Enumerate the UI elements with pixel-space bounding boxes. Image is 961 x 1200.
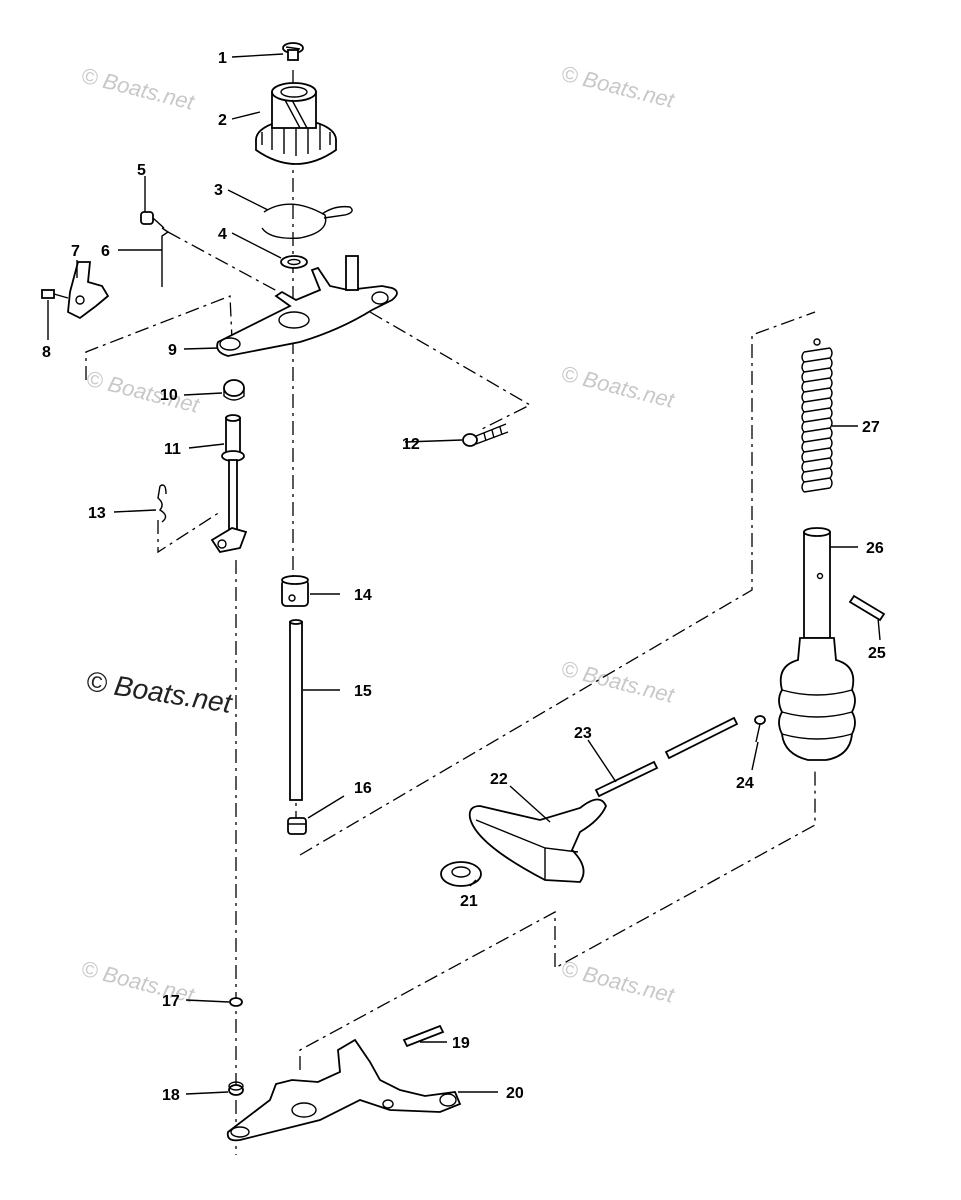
callout-22: 22 bbox=[490, 771, 508, 788]
callout-24: 24 bbox=[736, 775, 754, 792]
callout-2: 2 bbox=[218, 112, 227, 129]
part-e-ring-17 bbox=[229, 997, 243, 1007]
callout-19: 19 bbox=[452, 1035, 470, 1052]
part-lower-lever-20 bbox=[226, 1038, 462, 1142]
part-washer-4 bbox=[280, 255, 308, 269]
callout-7: 7 bbox=[71, 243, 80, 260]
callout-15: 15 bbox=[354, 683, 372, 700]
part-shift-shaft-11 bbox=[210, 414, 248, 554]
callout-10: 10 bbox=[160, 387, 178, 404]
part-collar-10 bbox=[223, 379, 245, 401]
part-tube-26 bbox=[778, 527, 856, 761]
part-nut-18 bbox=[228, 1081, 244, 1096]
callout-9: 9 bbox=[168, 342, 177, 359]
part-rod-15 bbox=[289, 619, 303, 801]
callout-5: 5 bbox=[137, 162, 146, 179]
callout-11: 11 bbox=[164, 441, 181, 458]
callout-16: 16 bbox=[354, 780, 372, 797]
part-shift-lever-9 bbox=[216, 255, 398, 357]
part-screw-5 bbox=[140, 211, 165, 229]
part-pin-19 bbox=[402, 1024, 445, 1048]
part-fitting-16 bbox=[287, 817, 307, 835]
callout-26: 26 bbox=[866, 540, 884, 557]
part-screw-1 bbox=[282, 42, 304, 61]
part-cotter-pin-13 bbox=[157, 484, 167, 523]
part-screw-24 bbox=[754, 715, 766, 743]
part-spring-27 bbox=[801, 338, 833, 493]
watermarks: © Boats.net © Boats.net © Boats.net © Bo… bbox=[79, 61, 678, 1008]
callout-12: 12 bbox=[402, 436, 420, 453]
callout-23: 23 bbox=[574, 725, 592, 742]
part-starter-handle-22 bbox=[468, 798, 607, 883]
watermark: © Boats.net bbox=[559, 61, 678, 113]
part-coupler-14 bbox=[281, 575, 309, 607]
part-pinion-gear-2 bbox=[255, 82, 337, 165]
part-pin-25 bbox=[848, 594, 886, 622]
callout-labels: 1 2 3 4 5 6 7 8 9 10 11 12 13 14 15 16 1… bbox=[42, 50, 886, 1104]
callout-1: 1 bbox=[218, 50, 227, 67]
watermark: © Boats.net bbox=[79, 63, 198, 115]
part-screw-12 bbox=[462, 423, 509, 447]
watermark: © Boats.net bbox=[84, 366, 203, 418]
leader-lines bbox=[47, 53, 881, 1095]
part-rope-23 bbox=[594, 716, 739, 798]
watermark: © Boats.net bbox=[559, 956, 678, 1008]
callout-18: 18 bbox=[162, 1087, 180, 1104]
callout-6: 6 bbox=[101, 243, 110, 260]
part-clamp-7 bbox=[67, 261, 110, 320]
callout-14: 14 bbox=[354, 587, 372, 604]
callout-20: 20 bbox=[506, 1085, 524, 1102]
part-screw-8 bbox=[41, 289, 69, 299]
callout-27: 27 bbox=[862, 419, 880, 436]
part-pin-6 bbox=[161, 227, 170, 287]
callout-3: 3 bbox=[214, 182, 223, 199]
watermark: © Boats.net bbox=[559, 656, 678, 708]
assembly-lines bbox=[85, 70, 816, 1155]
part-spring-clip-3 bbox=[261, 203, 353, 239]
callout-4: 4 bbox=[218, 226, 227, 243]
callout-17: 17 bbox=[162, 993, 180, 1010]
watermark: © Boats.net bbox=[559, 361, 678, 413]
callout-8: 8 bbox=[42, 344, 51, 361]
watermark-main: © Boats.net bbox=[84, 665, 235, 719]
callout-13: 13 bbox=[88, 505, 106, 522]
callout-25: 25 bbox=[868, 645, 886, 662]
part-washer-21 bbox=[440, 861, 482, 887]
callout-21: 21 bbox=[460, 893, 478, 910]
